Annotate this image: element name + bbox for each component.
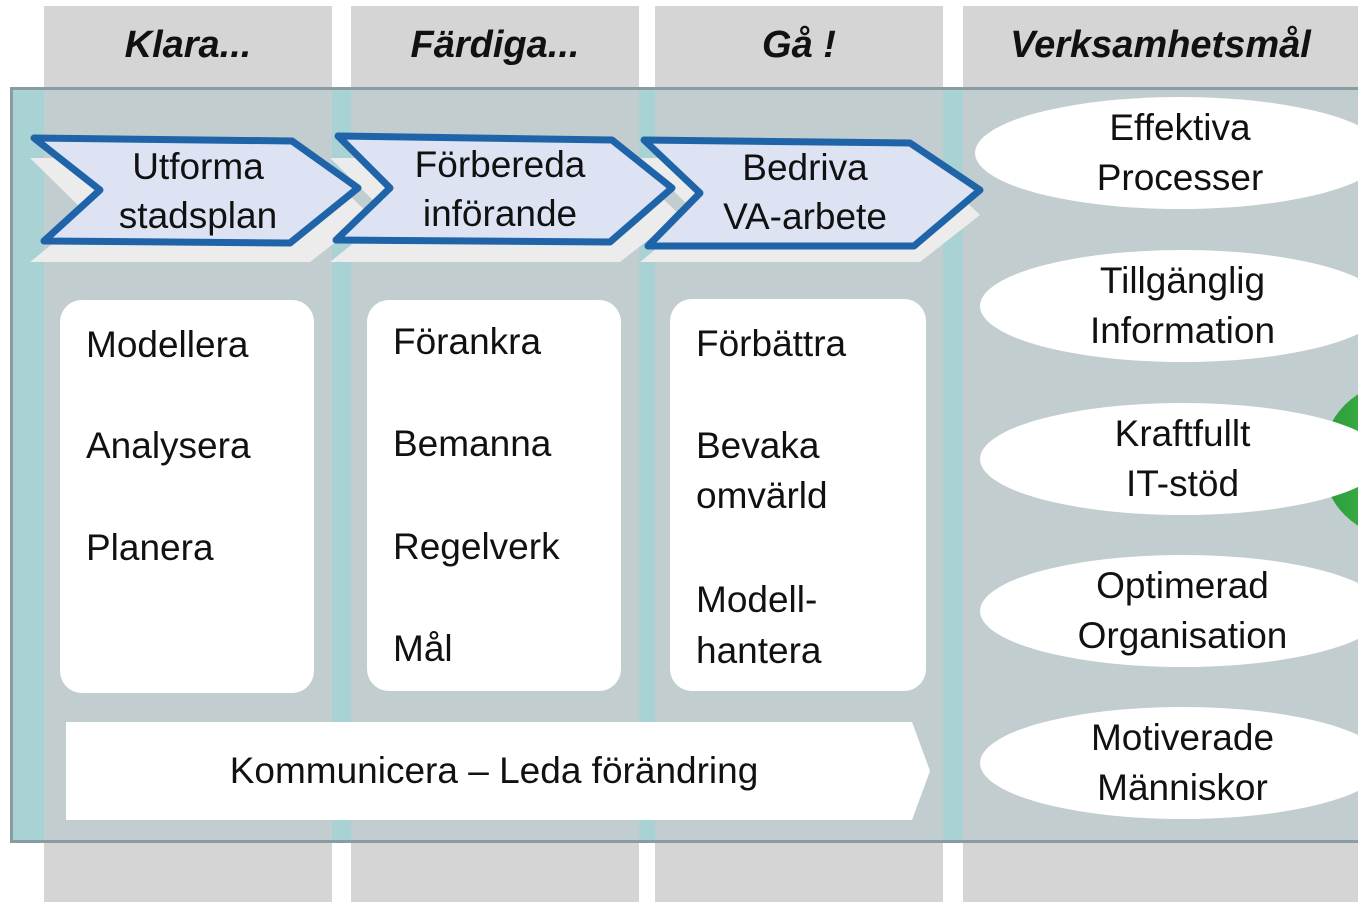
card-klara: Modellera Analysera Planera [60, 300, 314, 693]
card-item-bevaka: Bevaka [696, 425, 820, 466]
chevron-label-utforma: Utforma stadsplan [98, 142, 298, 240]
chevron-label-utforma-line2: stadsplan [118, 195, 278, 236]
communication-banner-arrow [66, 722, 930, 820]
chevron-utforma [30, 134, 362, 247]
chevron-shapes [30, 132, 984, 250]
card-ga: Förbättra Bevaka omvärld Modell- hantera [670, 299, 926, 691]
chevron-forbereda [332, 132, 676, 246]
chevron-label-bedriva-line1: Bedriva [742, 147, 868, 188]
card-item-regelverk: Regelverk [393, 526, 560, 567]
card-item-forankra: Förankra [393, 321, 542, 362]
chevron-label-forbereda-line2: införande [422, 193, 578, 234]
chevron-bedriva [640, 136, 984, 250]
card-fardiga: Förankra Bemanna Regelverk Mål [367, 300, 621, 691]
card-item-hantera: hantera [696, 630, 822, 671]
card-item-planera: Planera [86, 527, 214, 568]
goal-tillganglig-line1: Tillgänglig [1099, 260, 1266, 301]
goal-motiverade-line1: Motiverade [1090, 717, 1275, 758]
card-item-mal: Mål [393, 628, 453, 669]
goal-effektiva-line1: Effektiva [1109, 107, 1251, 148]
goal-optimerad-line1: Optimerad [1096, 565, 1269, 606]
goal-optimerad-line2: Organisation [1077, 615, 1288, 656]
chevron-label-forbereda: Förbereda införande [395, 140, 605, 238]
chevron-label-forbereda-line1: Förbereda [414, 144, 586, 185]
card-item-modell: Modell- [696, 579, 818, 620]
card-item-forbattra: Förbättra [696, 323, 847, 364]
header-fardiga: Färdiga... [410, 23, 580, 66]
goal-motiverade-line2: Människor [1097, 767, 1268, 808]
card-item-modellera: Modellera [86, 324, 249, 365]
goal-tillganglig-line2: Information [1089, 310, 1276, 351]
chevron-label-bedriva-line2: VA-arbete [723, 196, 887, 237]
chevron-label-utforma-line1: Utforma [132, 146, 264, 187]
goal-kraftfullt-line1: Kraftfullt [1114, 413, 1251, 454]
card-item-omvarld: omvärld [696, 475, 828, 516]
communication-banner-label: Kommunicera – Leda förändring [229, 750, 759, 791]
header-ga: Gå ! [762, 23, 836, 66]
header-verksamhetsmal: Verksamhetsmål [1010, 23, 1311, 66]
card-item-bemanna: Bemanna [393, 423, 552, 464]
goal-kraftfullt-line2: IT-stöd [1125, 463, 1240, 504]
goal-effektiva-line2: Processer [1096, 157, 1264, 198]
header-klara: Klara... [124, 23, 252, 66]
process-chevrons [30, 132, 984, 262]
card-item-analysera: Analysera [86, 425, 251, 466]
chevron-label-bedriva: Bedriva VA-arbete [702, 143, 908, 241]
